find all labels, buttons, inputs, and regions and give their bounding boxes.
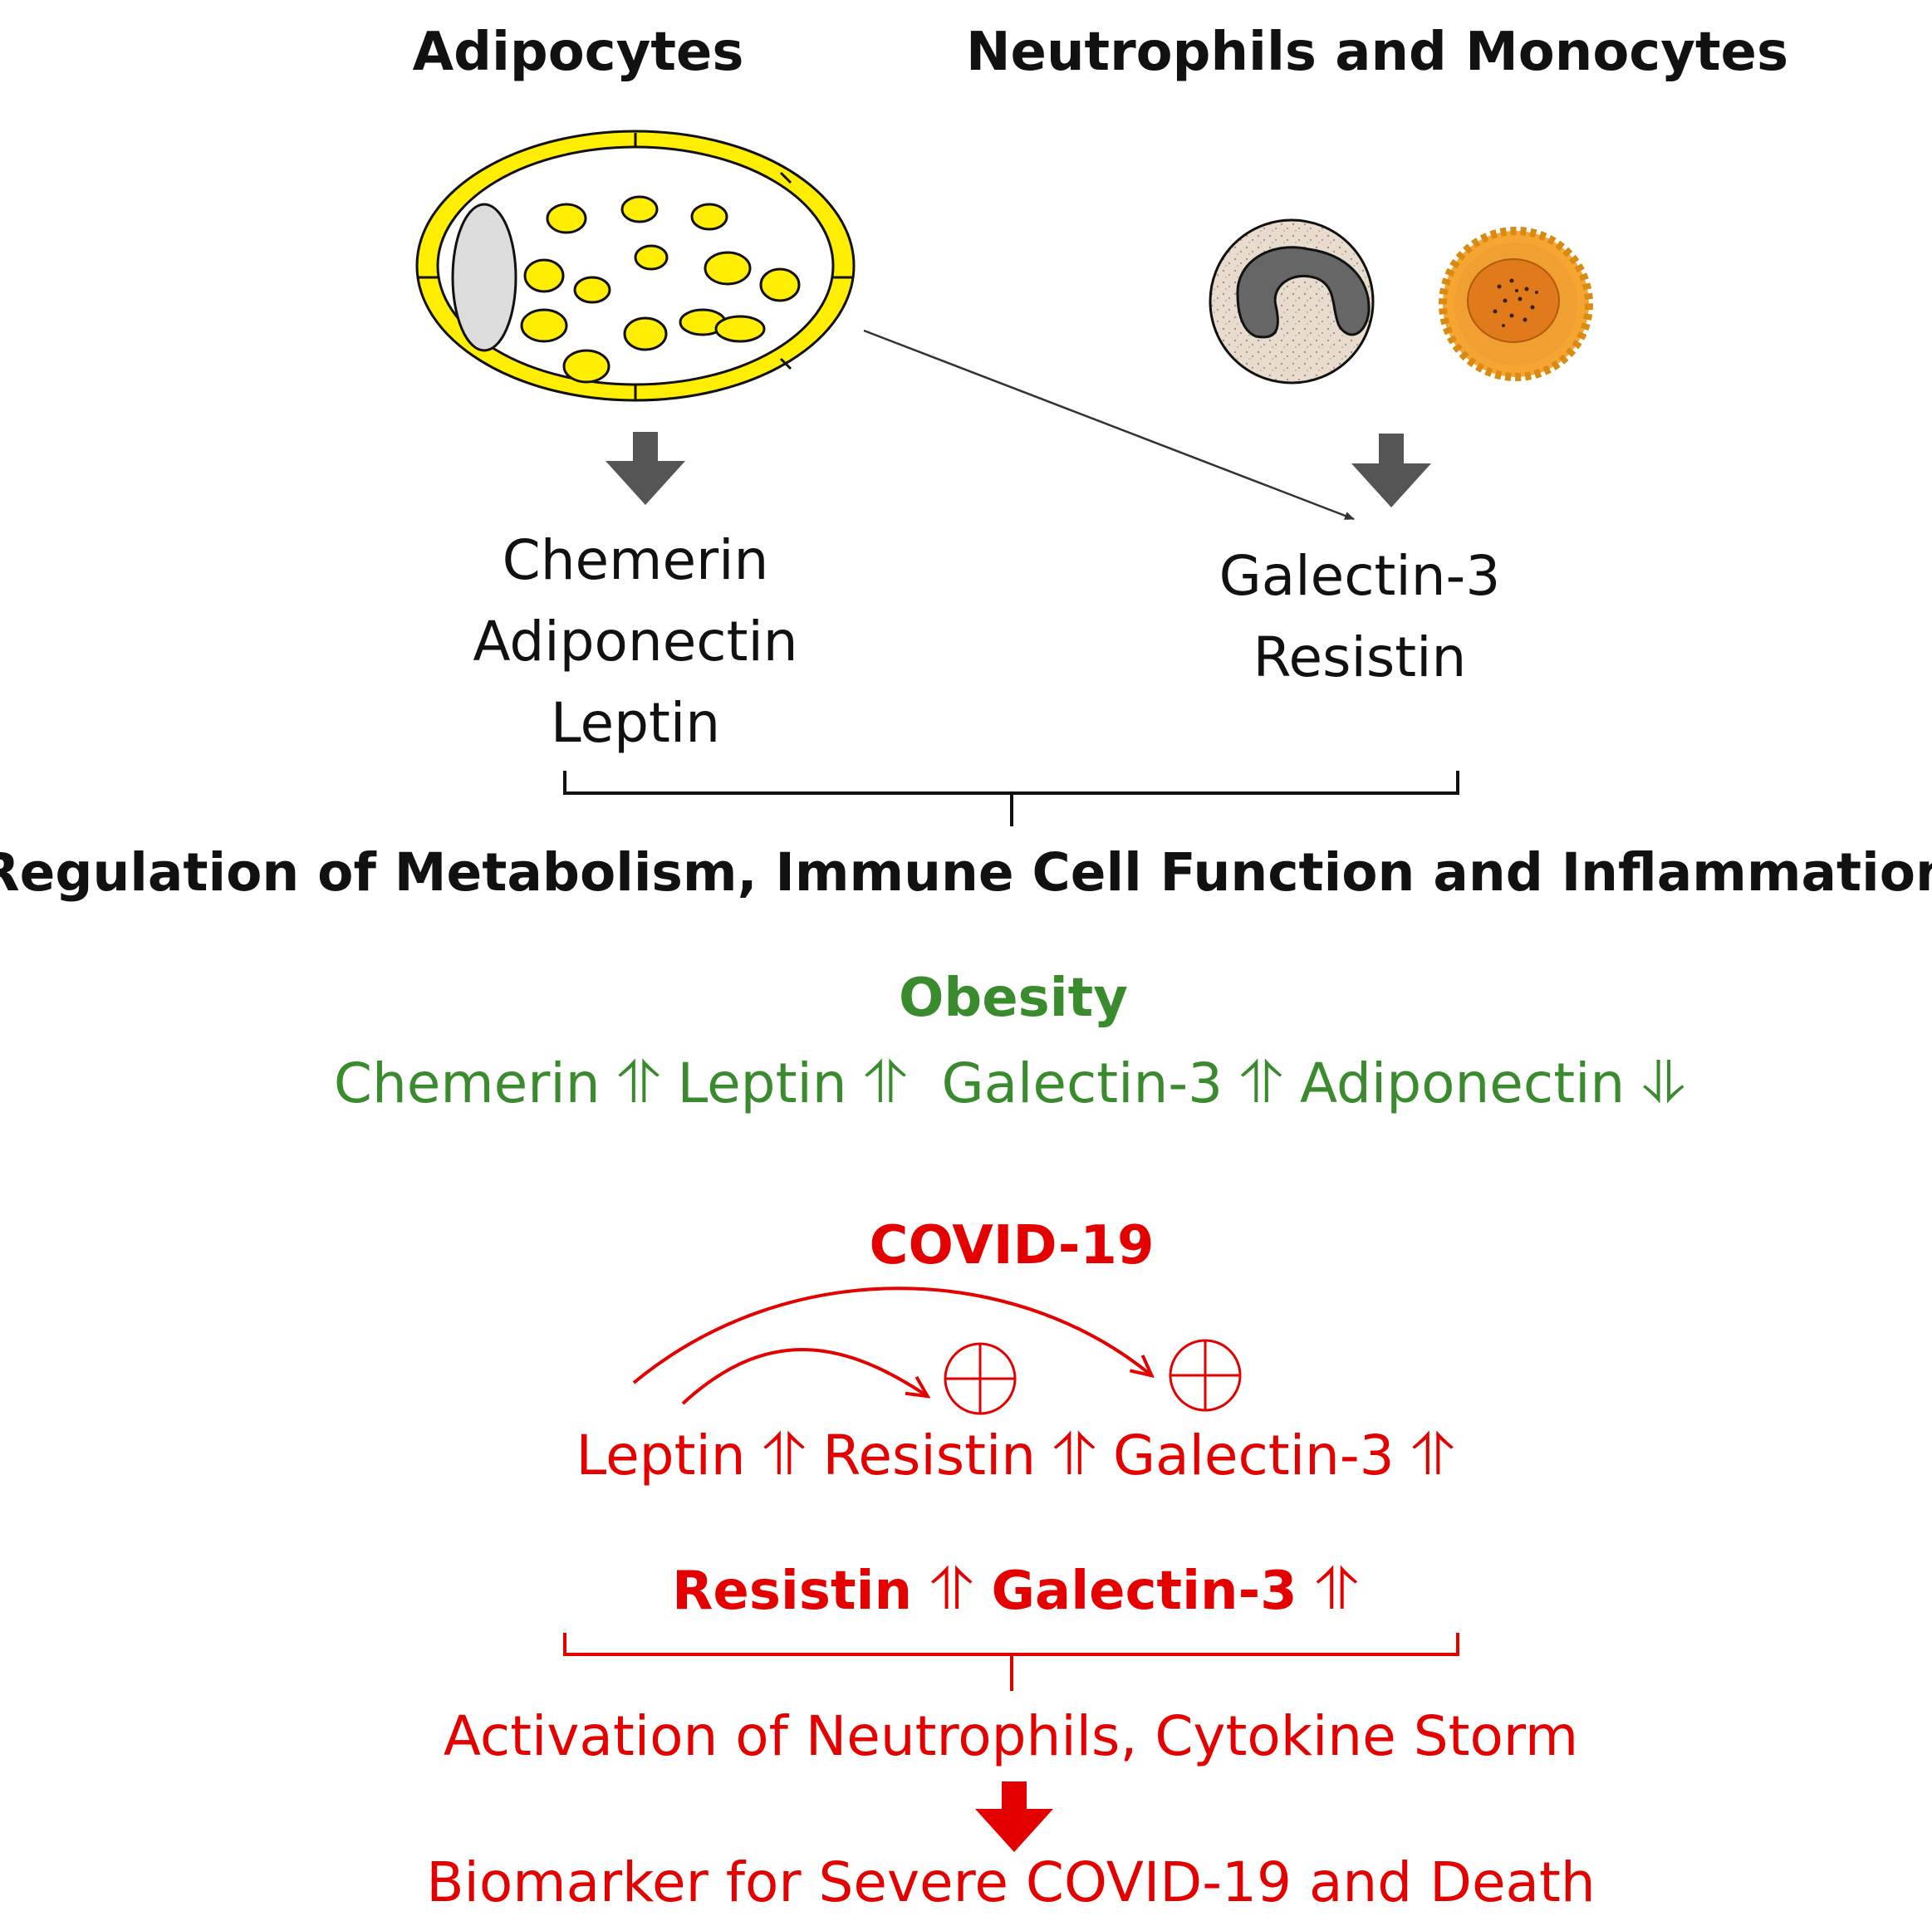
up-arrow-icon: ⥣ [763,1420,806,1488]
key-item: Galectin-3 [991,1561,1297,1622]
adipocyte-products: Chemerin Adiponectin Leptin [473,520,797,764]
obesity-item: Adiponectin [1299,1051,1626,1115]
regulation-text: Regulation of Metabolism, Immune Cell Fu… [0,842,1932,903]
regulation-bracket [563,771,1459,826]
adipocyte-down-arrow [606,432,685,505]
adipocyte-to-galectin-arrow [863,329,1355,521]
product-resistin: Resistin [1253,625,1467,689]
product-chemerin: Chemerin [502,528,769,592]
covid-item: Galectin-3 [1112,1424,1395,1487]
covid-title: COVID-19 [869,1215,1155,1277]
up-arrow-icon: ⥣ [1053,1420,1096,1488]
adipocyte-cell [415,130,856,402]
product-galectin-3: Galectin-3 [1219,544,1501,608]
up-arrow-icon: ⥣ [1411,1420,1454,1488]
nucleus [451,203,517,352]
obesity-markers: Chemerin ⥣ Leptin ⥣ Galectin-3 ⥣ Adipone… [334,1048,1684,1117]
resistin-to-galectin-curve [681,1348,926,1405]
covid-bracket [563,1633,1459,1691]
obesity-item: Chemerin [333,1051,601,1115]
neutrophil-cell [1209,218,1375,385]
adipocytes-header: Adipocytes [412,22,744,83]
biomarker-down-arrow [975,1781,1053,1852]
up-arrow-icon: ⥣ [1240,1048,1282,1116]
key-item: Resistin [672,1561,913,1622]
covid-key-markers: Resistin ⥣ Galectin-3 ⥣ [672,1555,1358,1624]
leptin-to-galectin-curve [632,1286,1150,1384]
immune-down-arrow [1351,434,1431,507]
plus-circle-2 [1169,1339,1242,1412]
biomarker-text: Biomarker for Severe COVID-19 and Death [426,1850,1596,1914]
obesity-item: Galectin-3 [941,1051,1223,1115]
immune-products: Galectin-3 Resistin [1219,536,1501,698]
product-adiponectin: Adiponectin [473,610,798,674]
down-arrow-icon: ⥥ [1642,1048,1685,1116]
monocyte-cell [1439,227,1593,381]
covid-item: Resistin [822,1424,1037,1487]
product-leptin: Leptin [550,691,721,755]
up-arrow-icon: ⥣ [864,1048,907,1116]
covid-item: Leptin [576,1424,746,1487]
up-arrow-icon: ⥣ [1315,1555,1358,1623]
up-arrow-icon: ⥣ [930,1555,973,1623]
obesity-title: Obesity [899,968,1128,1029]
covid-markers: Leptin ⥣ Resistin ⥣ Galectin-3 ⥣ [576,1420,1454,1489]
plus-circle-1 [944,1342,1017,1415]
activation-text: Activation of Neutrophils, Cytokine Stor… [443,1704,1579,1768]
neutrophils-monocytes-header: Neutrophils and Monocytes [965,22,1789,83]
up-arrow-icon: ⥣ [617,1048,660,1116]
obesity-item: Leptin [677,1051,847,1115]
